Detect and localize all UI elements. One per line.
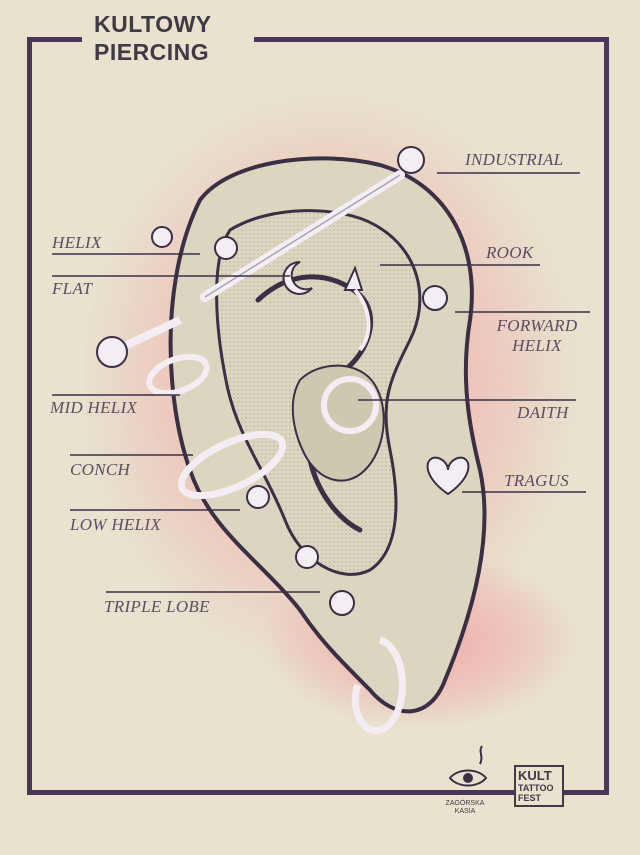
kult-tattoo-fest-logo: KULT TATTOO FEST (514, 765, 564, 807)
title-background (82, 8, 254, 74)
tragus-heart (426, 456, 470, 496)
label-flat: FLAT (52, 279, 93, 298)
label-forward-helix-line-2: HELIX (512, 336, 562, 355)
rook-spike (343, 265, 364, 291)
label-tragus: TRAGUS (504, 471, 570, 490)
logo-line-3: FEST (518, 793, 542, 803)
label-low-helix: LOW HELIX (70, 515, 162, 534)
flat-moon (282, 260, 313, 295)
label-rook: ROOK (486, 243, 534, 262)
helix-inner-ball (214, 236, 238, 260)
title-line-2: PIERCING (94, 39, 210, 65)
label-daith: DAITH (517, 403, 569, 422)
artist-signature: ZAGÓRSKA KASIA (440, 800, 490, 816)
label-forward-helix: FORWARD HELIX (484, 316, 590, 356)
label-forward-helix-line-1: FORWARD (496, 316, 578, 335)
forward-helix-stud (422, 285, 448, 311)
low-helix-stud (246, 485, 270, 509)
lobe-stud-2 (329, 590, 355, 616)
concha-bowl (291, 364, 385, 482)
lobe-stud-1 (295, 545, 319, 569)
label-mid-helix: MID HELIX (50, 398, 138, 417)
logo-line-2: TATTOO (518, 783, 554, 793)
daith-ring (321, 376, 379, 434)
mid-helix-ball (96, 336, 128, 368)
title-line-1: KULTOWY (94, 11, 212, 37)
mid-helix-ring (146, 353, 210, 397)
artist-name-line-2: KASIA (454, 808, 476, 815)
conch-ring (177, 430, 287, 500)
artist-eye-logo (448, 745, 488, 787)
label-conch: CONCH (70, 460, 131, 479)
label-triple-lobe: TRIPLE LOBE (104, 597, 210, 616)
poster-title: KULTOWY PIERCING (94, 10, 212, 66)
artist-name-line-1: ZAGÓRSKA (445, 800, 485, 807)
industrial-ball (397, 146, 425, 174)
label-helix: HELIX (52, 233, 102, 252)
lobe-hoop (351, 636, 406, 734)
logo-line-1: KULT (518, 768, 552, 783)
poster-frame (27, 37, 609, 795)
label-industrial: INDUSTRIAL (465, 150, 564, 169)
helix-stud (151, 226, 173, 248)
leader-lines (52, 172, 590, 593)
